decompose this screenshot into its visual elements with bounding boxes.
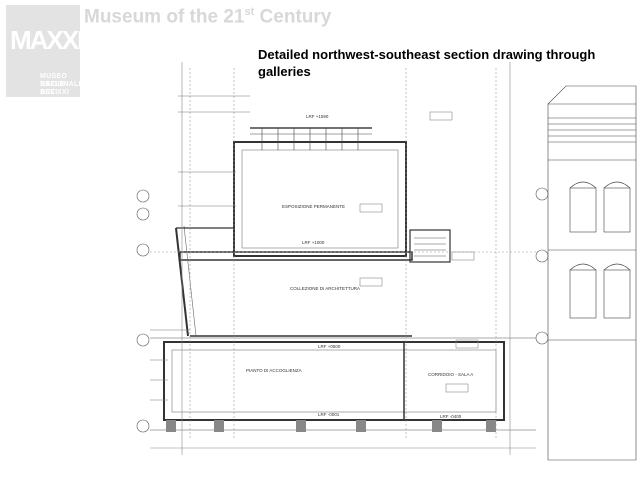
level-label-1: LRF +1590 — [306, 114, 329, 119]
logo-line-1: MUSEO NAZIONALE — [40, 73, 84, 88]
logo-line-3: DEL XXI SECOLO — [40, 89, 72, 104]
logo-line-2: DELLE ARTI — [40, 81, 65, 96]
slide-title: Museum of the 21st Century — [84, 6, 331, 28]
level-label-5: LRF -0400 — [440, 414, 462, 419]
room-label-2: COLLEZIONE DI ARCHITETTURA — [290, 286, 360, 291]
title-prefix: Museum of the 21 — [84, 6, 245, 28]
title-superscript: st — [244, 6, 255, 18]
room-label-4: CORRIDOIO - SALA A — [428, 372, 473, 377]
drawing-caption: Detailed northwest-southeast section dra… — [258, 47, 596, 79]
logo-mark: MAXXI — [10, 25, 84, 55]
level-label-2: LRF +1000 — [302, 240, 325, 245]
level-label-4: LRF -0001 — [318, 412, 340, 417]
room-label-3: PIANTO DI ACCOGLIENZA — [246, 368, 302, 373]
room-label-1: ESPOSIZIONE PERMANENTE — [282, 204, 345, 209]
title-suffix: Century — [254, 6, 332, 28]
level-label-3: LRF +0500 — [318, 344, 341, 349]
maxxi-logo: MAXXI MUSEO NAZIONALE DELLE ARTI DEL XXI… — [6, 5, 84, 104]
